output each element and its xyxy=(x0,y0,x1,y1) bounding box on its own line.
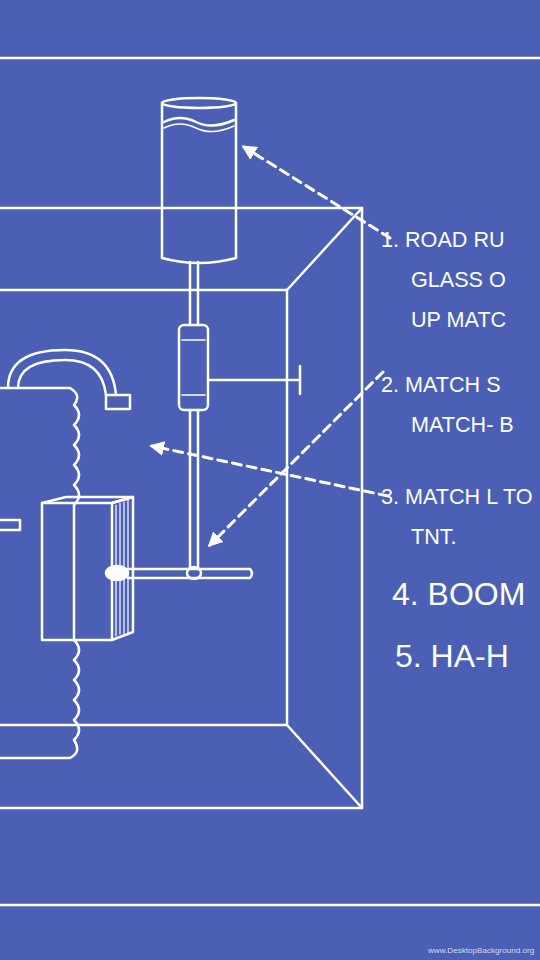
frame-line xyxy=(0,904,540,907)
matchbox xyxy=(42,497,133,640)
leader-arrow xyxy=(152,446,388,496)
leader-arrow xyxy=(210,372,383,545)
callout-step: 3. MATCH L TO TNT. xyxy=(381,477,536,557)
leader-arrow xyxy=(244,147,390,238)
water-glass xyxy=(162,98,236,263)
step-note: 5. HA-H xyxy=(395,634,509,678)
watermark: www.DesktopBackground.org xyxy=(428,945,534,957)
box-edge xyxy=(287,208,362,290)
tnt-barrel xyxy=(0,350,130,758)
frame-line xyxy=(0,57,540,60)
callout-step: 1. ROAD RU GLASS O UP MATC xyxy=(381,220,536,340)
box-front xyxy=(0,208,362,808)
box-edge xyxy=(287,725,362,808)
callout-step: 2. MATCH S MATCH- B xyxy=(381,365,536,445)
box-back xyxy=(0,290,287,725)
step-note: 4. BOOM xyxy=(392,572,525,616)
match-head xyxy=(106,566,128,580)
match-rod xyxy=(128,262,300,579)
